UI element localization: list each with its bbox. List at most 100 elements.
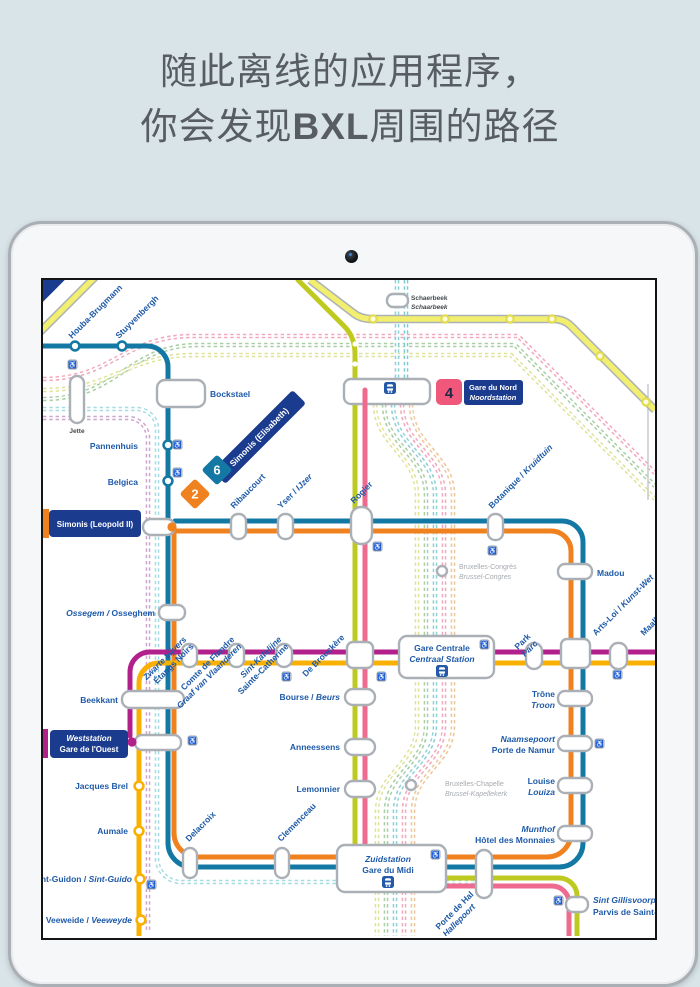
metro-map-canvas[interactable]: ♿ xyxy=(43,280,655,936)
station-delacroix xyxy=(181,846,199,880)
accessibility-icon xyxy=(376,671,387,682)
svg-text:Brussel-Congres: Brussel-Congres xyxy=(459,574,512,581)
accessibility-icon xyxy=(430,849,441,860)
station-beekkant xyxy=(120,689,186,710)
accessibility-icon xyxy=(187,735,198,746)
front-camera xyxy=(345,250,358,263)
svg-text:Hôtel des Monnaies: Hôtel des Monnaies xyxy=(475,835,555,845)
station-etangs-noirs xyxy=(180,642,199,669)
badge-line-2: 2 xyxy=(180,479,210,509)
accessibility-icon xyxy=(172,467,183,478)
svg-text:Parvis de Saint-Gilles: Parvis de Saint-Gilles xyxy=(593,907,655,917)
line-2-number: 2 xyxy=(191,487,198,502)
badge-gare-du-nord xyxy=(464,380,523,405)
station-schaerbeek xyxy=(385,292,410,309)
station-de-brouckere xyxy=(345,640,375,670)
accessibility-icon xyxy=(67,359,78,370)
line1-terminus-dot xyxy=(127,737,137,747)
svg-text:Schaarbeek: Schaarbeek xyxy=(411,304,448,311)
station-jette xyxy=(68,374,86,425)
accessibility-icon xyxy=(146,879,157,890)
station-comte-de-flandre xyxy=(227,642,246,669)
accessibility-icon xyxy=(612,669,623,680)
station-jacques-brel xyxy=(133,780,145,792)
svg-text:Porte de Namur: Porte de Namur xyxy=(492,745,556,755)
station-label-naamsepoort: Naamsepoort xyxy=(501,734,556,744)
station-rogier xyxy=(349,505,374,546)
station-label-botanique: Botanique / Kruidtuin xyxy=(486,442,554,510)
station-label-zuidstation: Zuidstation xyxy=(364,854,411,864)
headline-line2: 你会发现BXL周围的路径 xyxy=(140,105,560,148)
line-4-number: 4 xyxy=(445,385,454,402)
station-botanique xyxy=(486,512,505,542)
station-stuyvenbergh xyxy=(116,340,128,352)
accessibility-icon xyxy=(172,439,183,450)
station-ribaucourt xyxy=(229,512,248,541)
svg-text:Louiza: Louiza xyxy=(528,787,555,797)
station-gare-centrale xyxy=(397,634,496,680)
station-label-bourse: Bourse / Beurs xyxy=(280,692,341,702)
station-ossegem xyxy=(157,603,187,622)
station-maalbeek xyxy=(608,641,629,671)
station-label-yser: Yser / IJzer xyxy=(275,471,314,510)
station-label-gare-centrale: Gare Centrale xyxy=(414,643,470,653)
bxl-text: BXL xyxy=(292,106,370,147)
station-label-munthof: Munthof xyxy=(521,824,556,834)
accessibility-icon xyxy=(594,738,605,749)
station-parvis xyxy=(564,895,590,914)
rail-line-yellow xyxy=(307,280,655,414)
badge-weststation xyxy=(50,730,128,758)
train-icon xyxy=(436,665,448,677)
station-belgica xyxy=(162,475,174,487)
station-louise xyxy=(556,776,594,795)
station-label-rogier: Rogier xyxy=(348,479,375,506)
station-bourse xyxy=(343,687,377,707)
station-label-congres: Bruxelles-Congrès xyxy=(459,564,517,571)
station-label-anneessens: Anneessens xyxy=(290,742,340,752)
accessibility-icon xyxy=(372,541,383,552)
station-label-lemonnier: Lemonnier xyxy=(297,784,341,794)
station-park xyxy=(524,641,544,671)
train-icon xyxy=(382,876,394,888)
headline-line1: 随此离线的应用程序， xyxy=(160,50,540,93)
metro-line-5-path xyxy=(136,660,655,936)
station-trone xyxy=(556,689,594,708)
station-munthof xyxy=(556,824,594,843)
station-label-parvis: Sint Gillisvoorplein xyxy=(593,895,655,905)
station-label-jette: Jette xyxy=(69,428,85,435)
metro-line-2-path xyxy=(171,524,574,860)
station-label-clemenceau: Clemenceau xyxy=(275,801,317,843)
svg-text:Gare de l'Ouest: Gare de l'Ouest xyxy=(60,745,119,754)
station-label-aumale: Aumale xyxy=(97,826,128,836)
svg-text:Gare du Midi: Gare du Midi xyxy=(362,865,413,875)
station-label-gare-du-nord: Gare du Nord xyxy=(469,383,517,392)
station-label-chapelle: Bruxelles-Chapelle xyxy=(445,781,504,788)
badge-line-6: 6 xyxy=(202,455,232,485)
station-label-louise: Louise xyxy=(528,776,556,786)
headline: 随此离线的应用程序， 你会发现BXL周围的路径 xyxy=(0,44,700,154)
station-weststation xyxy=(133,733,183,752)
station-label-ossegem: Ossegem / Osseghem xyxy=(66,608,155,618)
line-badges: Simonis (Leopold II) Simonis (Elisabeth)… xyxy=(43,379,523,758)
station-label-weststation: Weststation xyxy=(66,734,111,743)
station-naamsepoort xyxy=(556,734,594,753)
line-6-number: 6 xyxy=(213,463,220,478)
station-label-trone: Trône xyxy=(532,689,555,699)
corner-rail-banner xyxy=(43,280,99,336)
station-sainte-catherine xyxy=(274,642,294,669)
station-veeweide xyxy=(135,914,147,926)
station-markers[interactable] xyxy=(68,292,629,926)
station-label-simonis-elisabeth: Simonis (Elisabeth) xyxy=(228,405,291,468)
badge-simonis-leopold xyxy=(49,510,141,537)
accessibility-icon xyxy=(553,895,564,906)
station-label-de-brouckere: De Brouckère xyxy=(300,632,346,678)
station-label-saint-guidon: Saint-Guidon / Sint-Guido xyxy=(43,874,132,884)
svg-text:Troon: Troon xyxy=(531,700,555,710)
svg-text:Centraal Station: Centraal Station xyxy=(409,654,474,664)
svg-text:Brussel-Kapellekerk: Brussel-Kapellekerk xyxy=(445,791,508,798)
metro-line-1-path xyxy=(127,649,655,739)
station-madou xyxy=(556,562,594,581)
train-icon xyxy=(384,382,396,394)
station-label-pannenhuis: Pannenhuis xyxy=(90,441,138,451)
app-screen[interactable]: ♿ xyxy=(41,278,657,940)
